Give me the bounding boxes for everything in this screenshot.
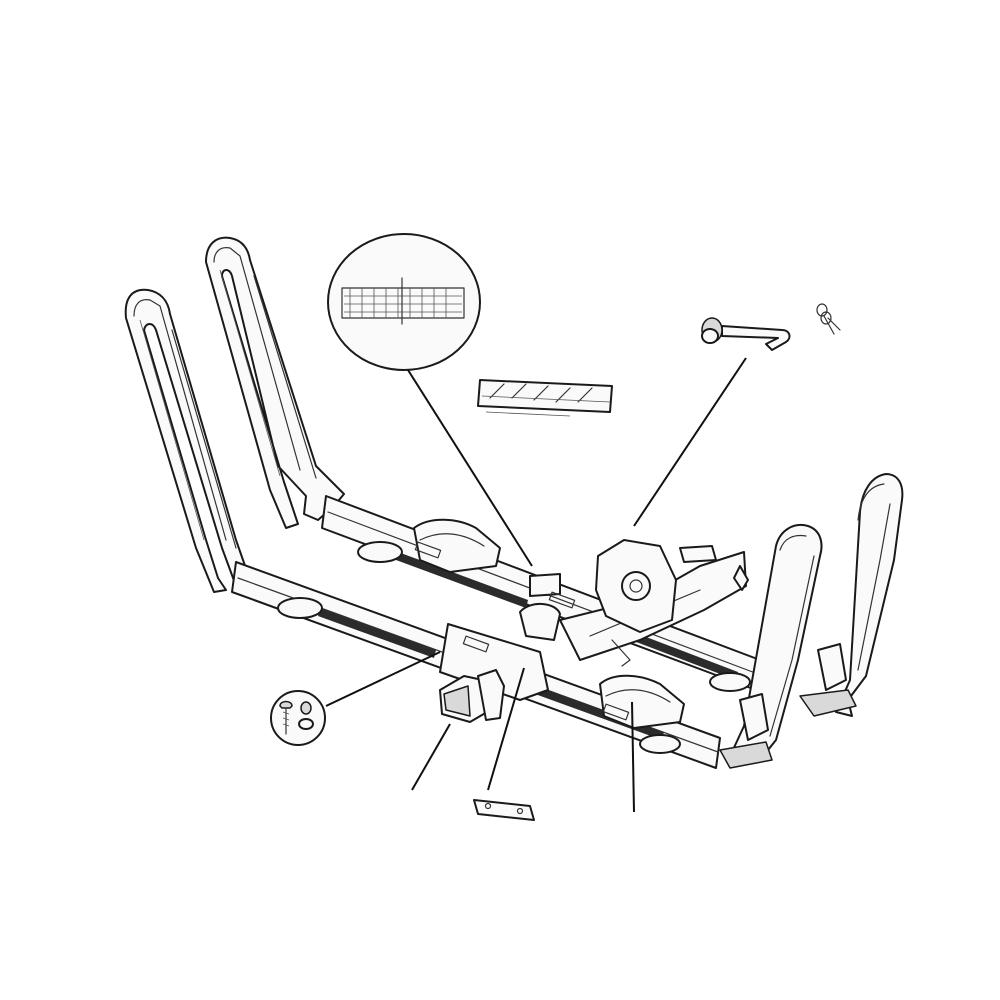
detail-callout-circle [327, 233, 533, 567]
main-rack-assembly [124, 236, 904, 769]
bolt-nut-hardware [270, 651, 441, 746]
rubber-pad-strip [477, 379, 613, 417]
padded-cradle [631, 701, 635, 813]
end-cap [411, 669, 505, 791]
hitch-pin [633, 317, 791, 527]
upright-arm-right-inner [719, 524, 823, 769]
upright-arm-left-outer [124, 288, 251, 593]
pin-clips [816, 303, 841, 335]
upright-arm-left-inner [205, 236, 345, 529]
rail-hole-pattern [414, 541, 630, 721]
upright-arm-right-outer [799, 473, 904, 717]
mounting-plate [473, 667, 535, 821]
